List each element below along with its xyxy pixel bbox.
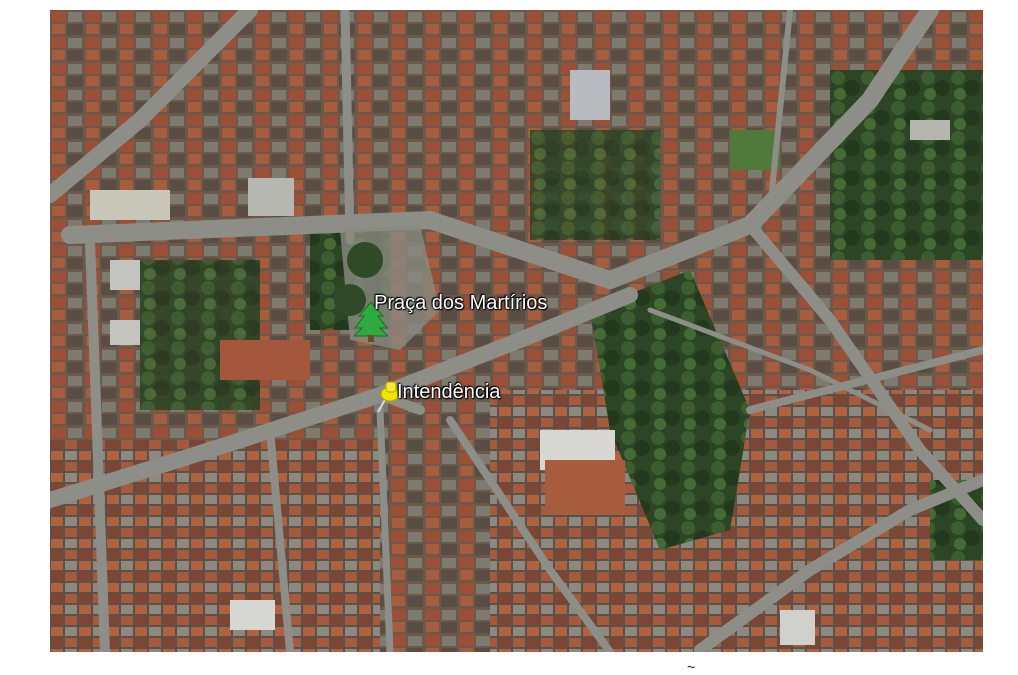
satellite-map[interactable]: Praça dos Martírios Intendência: [50, 10, 983, 652]
placemark-label-intendencia: Intendência: [397, 381, 501, 403]
placemark-intendencia[interactable]: [372, 380, 400, 414]
satellite-imagery: [50, 10, 983, 652]
caption-fragment: ~: [687, 659, 696, 675]
tree-icon: [354, 302, 388, 342]
pushpin-icon: [377, 381, 400, 413]
placemark-praca-dos-martirios[interactable]: [354, 302, 388, 342]
placemark-label-praca-dos-martirios: Praça dos Martírios: [374, 292, 548, 314]
